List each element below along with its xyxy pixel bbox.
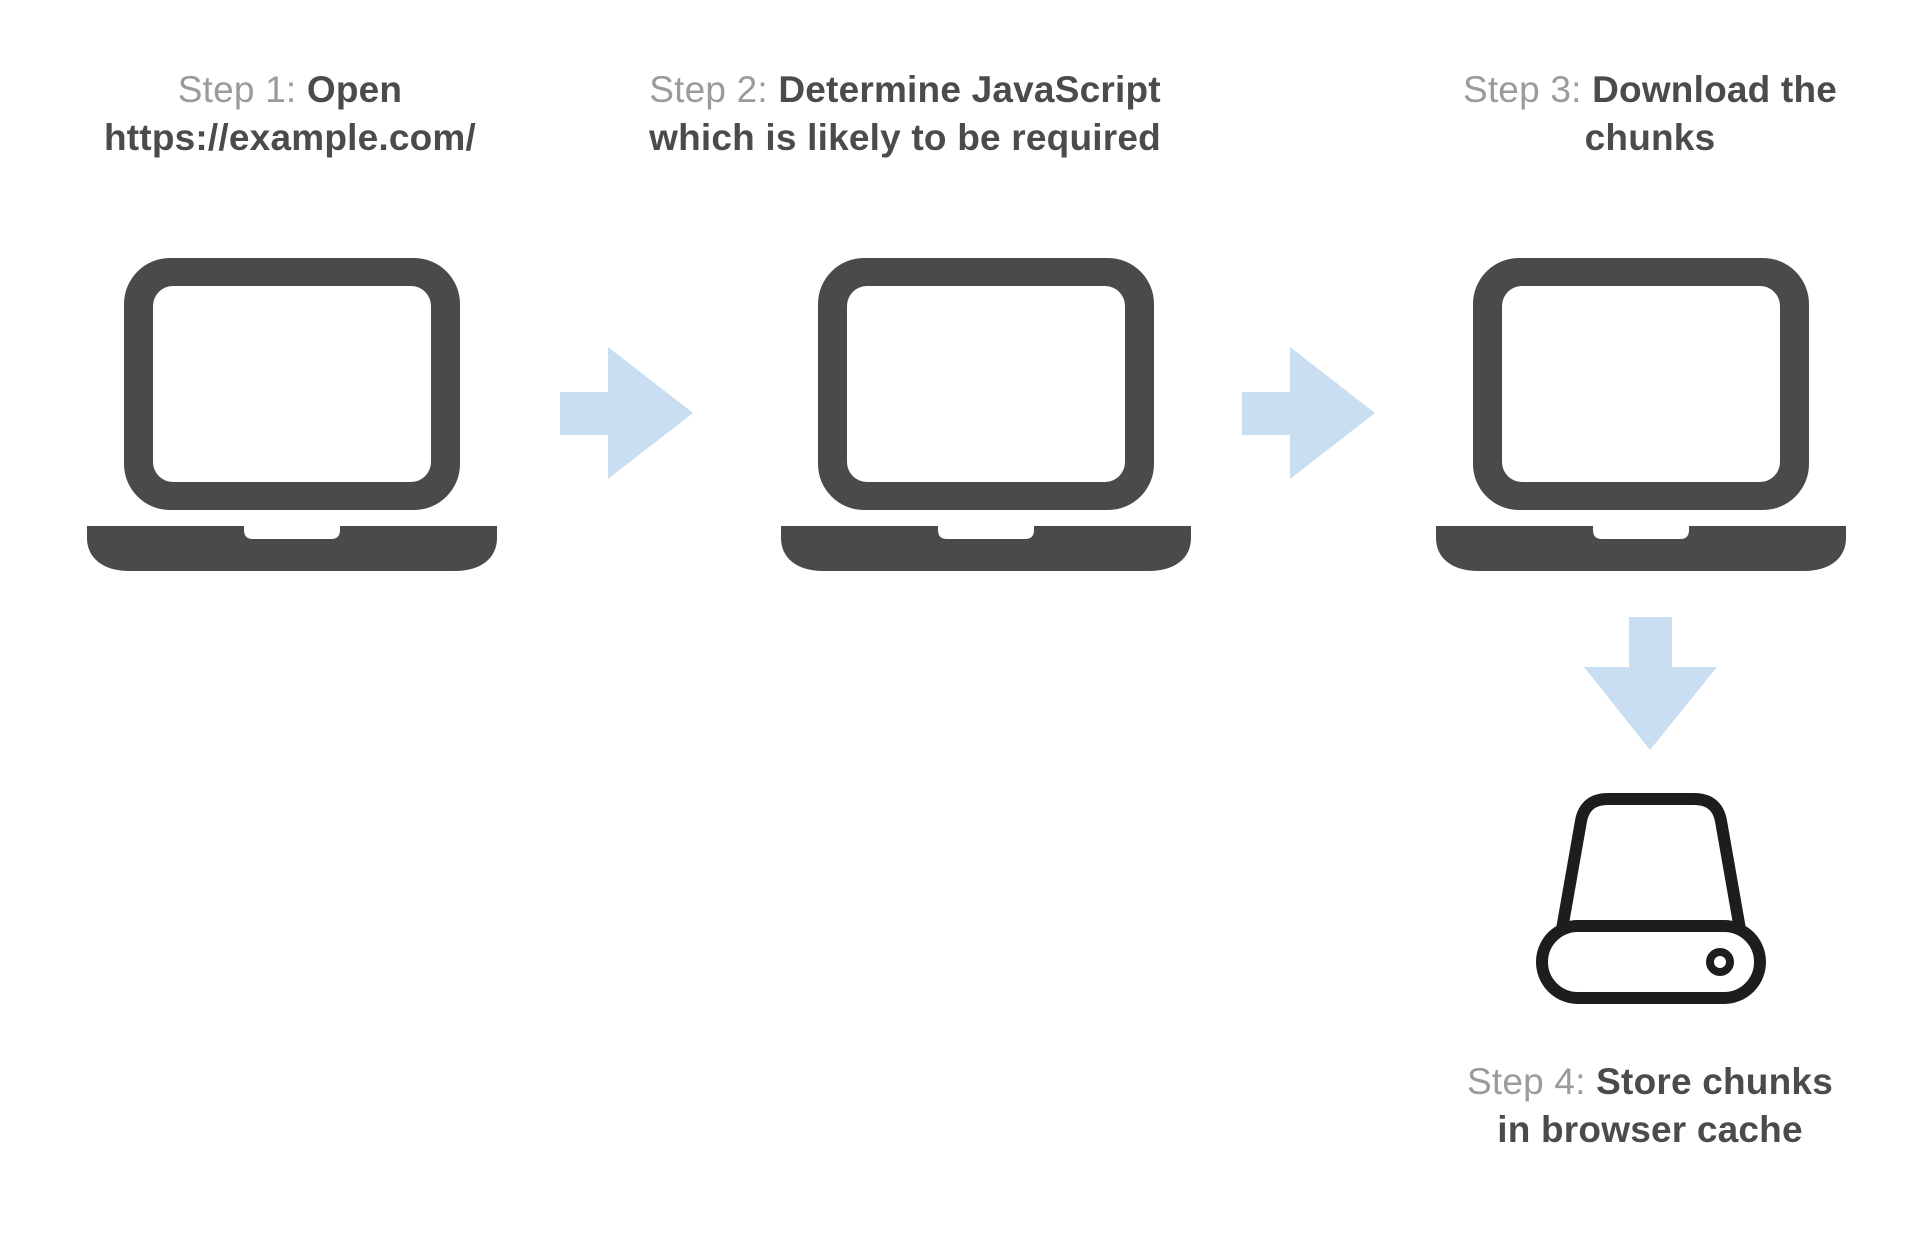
step-3-label: Step 3: — [1462, 69, 1582, 110]
laptop-icon — [781, 258, 1191, 571]
step-1-title-line-2: https://example.com/ — [103, 117, 477, 158]
step-4-title-line-1: Store chunks — [1596, 1061, 1833, 1102]
arrow-right-icon — [1242, 347, 1375, 479]
step-1-caption: Step 1: Open https://example.com/ — [10, 66, 570, 162]
step-3-title-line-1: Download the — [1592, 69, 1838, 110]
laptop-icon — [87, 258, 497, 571]
arrow-down-icon — [1584, 617, 1717, 750]
laptop-icon — [1436, 258, 1846, 571]
hard-drive-icon — [1536, 793, 1766, 1004]
arrow-right-icon — [560, 347, 693, 479]
step-4-caption-line-1: Step 4: Store chunks — [1370, 1058, 1916, 1106]
step-2-title-line-1: Determine JavaScript — [778, 69, 1161, 110]
step-3-caption: Step 3: Download the chunks — [1370, 66, 1916, 162]
step-2-title-line-2: which is likely to be required — [649, 117, 1161, 158]
step-1-caption-line-1: Step 1: Open — [10, 66, 570, 114]
step-2-caption: Step 2: Determine JavaScript which is li… — [625, 66, 1185, 162]
step-1-label: Step 1: — [177, 69, 297, 110]
step-2-caption-line-1: Step 2: Determine JavaScript — [625, 66, 1185, 114]
step-4-caption: Step 4: Store chunks in browser cache — [1370, 1058, 1916, 1154]
step-4-label: Step 4: — [1467, 1061, 1586, 1102]
step-3-caption-line-1: Step 3: Download the — [1370, 66, 1916, 114]
step-3-title-line-2: chunks — [1584, 117, 1716, 158]
step-1-title-line-1: Open — [306, 69, 403, 110]
step-4-title-line-2: in browser cache — [1497, 1109, 1803, 1150]
step-2-label: Step 2: — [649, 69, 768, 110]
